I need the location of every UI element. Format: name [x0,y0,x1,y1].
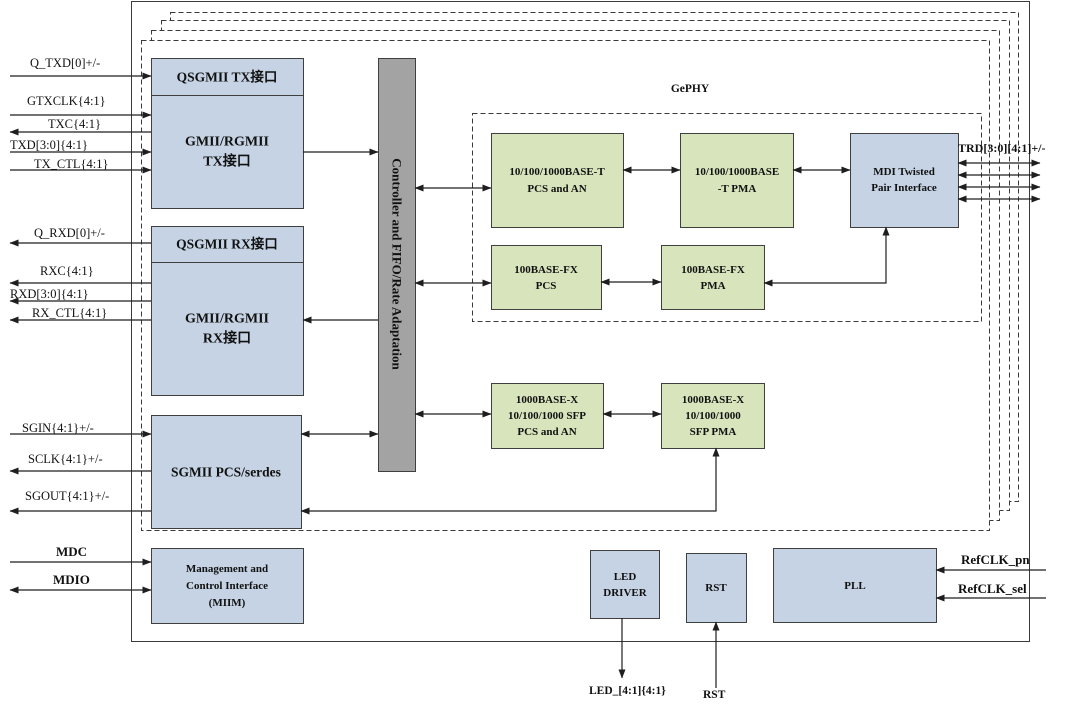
signal-label-q-rxd: Q_RXD[0]+/- [34,226,105,240]
gmii-tx-label-line2: TX接口 [203,153,250,170]
led-driver-label-line2: DRIVER [603,587,647,599]
qsgmii-tx-box [151,58,304,96]
pll-box [773,548,937,623]
management-label-line3: (MIIM) [209,597,246,609]
gephy-region [472,113,982,322]
base-t-pcs-block: 10/100/1000BASE-T PCS and AN [491,133,624,228]
signal-label-mdc: MDC [56,544,87,559]
rst-label: RST [705,582,727,594]
base-t-pma-block: 10/100/1000BASE -T PMA [680,133,794,228]
x-pcs-label-line2: 10/100/1000 SFP [508,410,586,422]
pll-label: PLL [844,580,865,592]
x-pma-box [661,383,765,449]
signal-label-led-out: LED_[4:1]{4:1} [589,685,666,697]
qsgmii-rx-label: QSGMII RX接口 [176,236,278,252]
base-t-pma-label-line2: -T PMA [718,183,757,195]
x-pma-label-line1: 1000BASE-X [682,394,744,406]
signal-label-q-txd: Q_TXD[0]+/- [30,56,100,70]
mdi-label-line1: MDI Twisted [873,166,935,178]
controller-box [378,58,416,472]
base-t-pcs-label-line1: 10/100/1000BASE-T [509,166,605,178]
qsgmii-rx-block: QSGMII RX接口 [151,226,304,263]
gmii-rx-block: GMII/RGMII RX接口 [151,262,304,396]
pll-block: PLL [773,548,937,623]
x-pma-block: 1000BASE-X 10/100/1000 SFP PMA [661,383,765,449]
fx-pcs-label-line2: PCS [536,280,557,292]
signal-label-txd: TXD[3:0]{4:1} [10,138,88,152]
sgmii-block: SGMII PCS/serdes [151,415,302,529]
x-pcs-label-line3: PCS and AN [517,426,576,438]
signal-label-rxc: RXC{4:1} [40,264,94,278]
gmii-tx-label-line1: GMII/RGMII [185,135,269,150]
signal-label-refclk-pn: RefCLK_pn [961,552,1030,567]
controller-block: Controller and FIFO/Rate Adaptation [378,58,416,472]
management-block: Management and Control Interface (MIIM) [151,548,304,624]
base-t-pcs-label-line2: PCS and AN [527,183,586,195]
signal-label-trd: TRD[3:0][4:1]+/- [958,141,1045,155]
fx-pma-box [661,245,765,310]
sgmii-box [151,415,302,529]
controller-label: Controller and FIFO/Rate Adaptation [390,158,405,370]
management-label-line1: Management and [186,563,268,575]
gephy-label: GePHY [671,83,710,95]
signal-label-rxd: RXD[3:0]{4:1} [10,287,89,301]
fx-pcs-label-line1: 100BASE-FX [514,264,578,276]
x-pcs-block: 1000BASE-X 10/100/1000 SFP PCS and AN [491,383,604,449]
fx-pma-label-line1: 100BASE-FX [681,264,745,276]
x-pcs-label-line1: 1000BASE-X [516,394,578,406]
arrow-sgmii-x-pma [300,447,720,515]
management-label-line2: Control Interface [186,580,268,592]
base-t-pma-label-line1: 10/100/1000BASE [695,166,779,178]
signal-label-sgin: SGIN{4:1}+/- [22,421,94,435]
x-pma-label-line3: SFP PMA [690,426,737,438]
mdi-label-line2: Pair Interface [871,182,937,194]
fx-pma-label-line2: PMA [700,280,725,292]
gmii-rx-box [151,262,304,396]
rst-block: RST [686,553,747,623]
gmii-tx-block: GMII/RGMII TX接口 [151,95,304,209]
x-pma-label-line2: 10/100/1000 [685,410,741,422]
base-t-pcs-box [491,133,624,228]
management-box [151,548,304,624]
qsgmii-tx-label: QSGMII TX接口 [177,69,278,85]
signal-label-refclk-sel: RefCLK_sel [958,581,1027,596]
gmii-rx-label-line1: GMII/RGMII [185,312,269,327]
arrow-fx-pma-mdi [763,226,890,287]
mdi-box [850,133,959,228]
gmii-tx-box [151,95,304,209]
signal-label-gtxclk: GTXCLK{4:1} [27,94,106,108]
led-driver-box [590,550,660,619]
led-driver-label-line1: LED [614,571,637,583]
signal-label-txc: TXC{4:1} [48,117,101,131]
gmii-rx-label-line2: RX接口 [203,330,251,347]
led-driver-block: LED DRIVER [590,550,660,619]
sgmii-label: SGMII PCS/serdes [171,465,281,480]
mdi-block: MDI Twisted Pair Interface [850,133,959,228]
fx-pma-block: 100BASE-FX PMA [661,245,765,310]
signal-label-tx-ctl: TX_CTL{4:1} [34,157,109,171]
signal-label-sclk: SCLK{4:1}+/- [28,452,103,466]
base-t-pma-box [680,133,794,228]
signal-label-rx-ctl: RX_CTL{4:1} [32,306,107,320]
rst-box [686,553,747,623]
signal-label-mdio: MDIO [53,572,90,587]
qsgmii-rx-box [151,226,304,263]
fx-pcs-box [491,245,602,310]
qsgmii-tx-block: QSGMII TX接口 [151,58,304,96]
signal-label-rst-in: RST [703,689,726,701]
signal-label-sgout: SGOUT{4:1}+/- [25,489,109,503]
fx-pcs-block: 100BASE-FX PCS [491,245,602,310]
x-pcs-box [491,383,604,449]
